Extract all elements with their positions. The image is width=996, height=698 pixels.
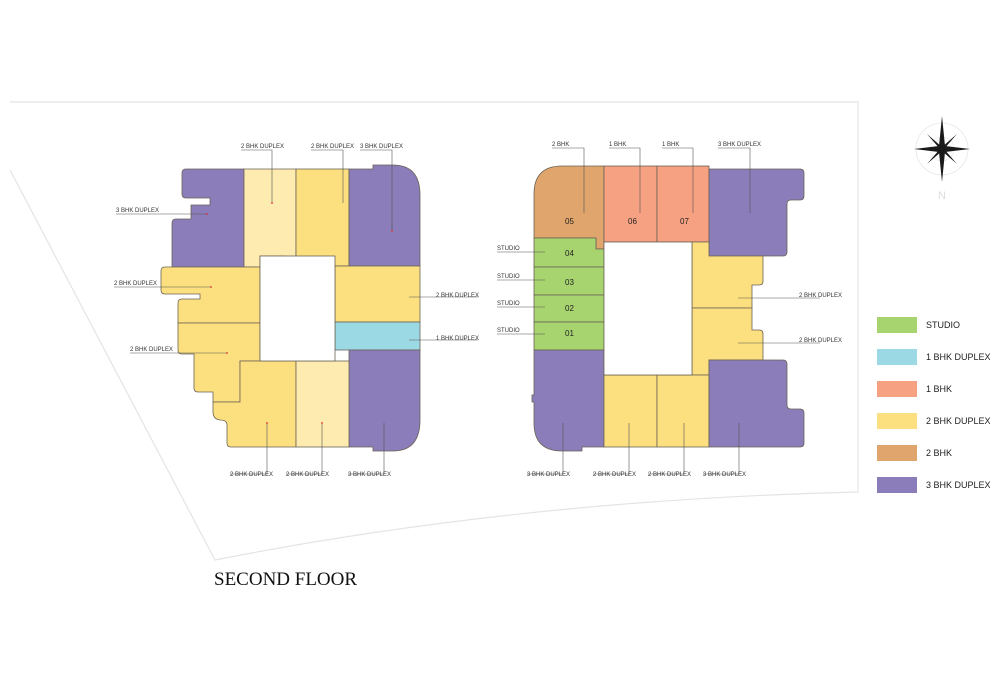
unit-label: 2 BHK DUPLEX — [130, 347, 173, 353]
legend-label: 2 BHK DUPLEX — [926, 416, 991, 426]
unit-1bhk-06[interactable] — [603, 165, 658, 243]
unit-label: STUDIO — [497, 328, 520, 334]
unit-label: 3 BHK DUPLEX — [348, 472, 391, 478]
core-void — [603, 241, 693, 376]
unit-number: 02 — [565, 304, 574, 313]
legend-label: 2 BHK — [926, 448, 952, 458]
unit-label: 1 BHK — [662, 142, 679, 148]
unit-number: 07 — [680, 217, 689, 226]
right-labels: 2 BHK 1 BHK 1 BHK 3 BHK DUPLEX STUDIO ST… — [497, 142, 842, 478]
unit-label: 1 BHK DUPLEX — [436, 336, 479, 342]
unit-2bhk-duplex-bottom-a[interactable] — [212, 360, 297, 448]
unit-label: 2 BHK DUPLEX — [799, 338, 842, 344]
unit-label: 3 BHK DUPLEX — [360, 144, 403, 150]
unit-label: STUDIO — [497, 274, 520, 280]
unit-1bhk-duplex-right[interactable] — [334, 321, 421, 351]
unit-label: 3 BHK DUPLEX — [703, 472, 746, 478]
left-labels: 2 BHK DUPLEX 2 BHK DUPLEX 3 BHK DUPLEX 3… — [114, 144, 479, 478]
site-boundary — [9, 101, 859, 561]
north-label: N — [938, 190, 946, 202]
legend-label: 1 BHK DUPLEX — [926, 352, 991, 362]
left-leaders — [114, 149, 478, 475]
floor-title: SECOND FLOOR — [214, 569, 357, 590]
unit-studio-01[interactable] — [533, 321, 605, 351]
unit-3bhk-duplex-top-right[interactable] — [348, 164, 421, 267]
unit-label: 3 BHK DUPLEX — [527, 472, 570, 478]
right-unit-numbers: 05 06 07 04 03 02 01 — [565, 217, 689, 338]
unit-number: 05 — [565, 217, 574, 226]
unit-2bhk-duplex-right[interactable] — [334, 265, 421, 323]
legend-swatch-studio — [877, 317, 917, 333]
unit-label: 2 BHK DUPLEX — [230, 472, 273, 478]
unit-label: 2 BHK DUPLEX — [799, 293, 842, 299]
unit-label: 2 BHK DUPLEX — [286, 472, 329, 478]
unit-label: STUDIO — [497, 301, 520, 307]
unit-2bhk-duplex-bottom-b[interactable] — [295, 360, 350, 448]
unit-3bhk-duplex-bottom-left[interactable] — [531, 349, 605, 452]
unit-2bhk-duplex-right-a[interactable] — [691, 241, 764, 309]
unit-label: 2 BHK DUPLEX — [436, 293, 479, 299]
unit-3bhk-duplex-top-right[interactable] — [708, 168, 805, 257]
right-leaders — [497, 147, 820, 475]
unit-2bhk-duplex-top-b[interactable] — [295, 168, 350, 267]
unit-2bhk-05[interactable] — [533, 165, 605, 250]
legend: STUDIO 1 BHK DUPLEX 1 BHK 2 BHK DUPLEX 2… — [877, 317, 991, 493]
unit-label: STUDIO — [497, 246, 520, 252]
left-building — [160, 164, 421, 452]
unit-number: 03 — [565, 278, 574, 287]
unit-number: 06 — [628, 217, 637, 226]
legend-label: STUDIO — [926, 320, 960, 330]
legend-swatch-1bhk — [877, 381, 917, 397]
unit-studio-03[interactable] — [533, 266, 605, 296]
legend-label: 3 BHK DUPLEX — [926, 480, 991, 490]
compass-icon: N — [914, 116, 970, 202]
unit-label: 2 BHK DUPLEX — [241, 144, 284, 150]
unit-2bhk-duplex-bottom-a[interactable] — [603, 374, 658, 448]
unit-number: 04 — [565, 249, 574, 258]
unit-label: 3 BHK DUPLEX — [718, 142, 761, 148]
legend-swatch-2bhk-duplex — [877, 413, 917, 429]
legend-label: 1 BHK — [926, 384, 952, 394]
unit-1bhk-07[interactable] — [656, 165, 710, 243]
unit-label: 3 BHK DUPLEX — [116, 208, 159, 214]
unit-3bhk-duplex-bottom-right[interactable] — [708, 359, 805, 448]
legend-swatch-2bhk — [877, 445, 917, 461]
unit-2bhk-duplex-top-a[interactable] — [243, 168, 297, 268]
legend-swatch-1bhk-duplex — [877, 349, 917, 365]
unit-number: 01 — [565, 329, 574, 338]
unit-label: 2 BHK DUPLEX — [648, 472, 691, 478]
unit-label: 2 BHK DUPLEX — [311, 144, 354, 150]
core-void — [259, 255, 336, 362]
unit-3bhk-duplex-bottom-right[interactable] — [348, 349, 421, 452]
unit-label: 2 BHK DUPLEX — [593, 472, 636, 478]
right-building — [531, 165, 805, 452]
unit-3bhk-duplex-top-left[interactable] — [171, 168, 245, 268]
legend-swatch-3bhk-duplex — [877, 477, 917, 493]
unit-label: 2 BHK DUPLEX — [114, 281, 157, 287]
unit-2bhk-duplex-left-a[interactable] — [160, 266, 261, 324]
unit-label: 2 BHK — [552, 142, 569, 148]
unit-2bhk-duplex-bottom-b[interactable] — [656, 374, 710, 448]
unit-label: 1 BHK — [609, 142, 626, 148]
